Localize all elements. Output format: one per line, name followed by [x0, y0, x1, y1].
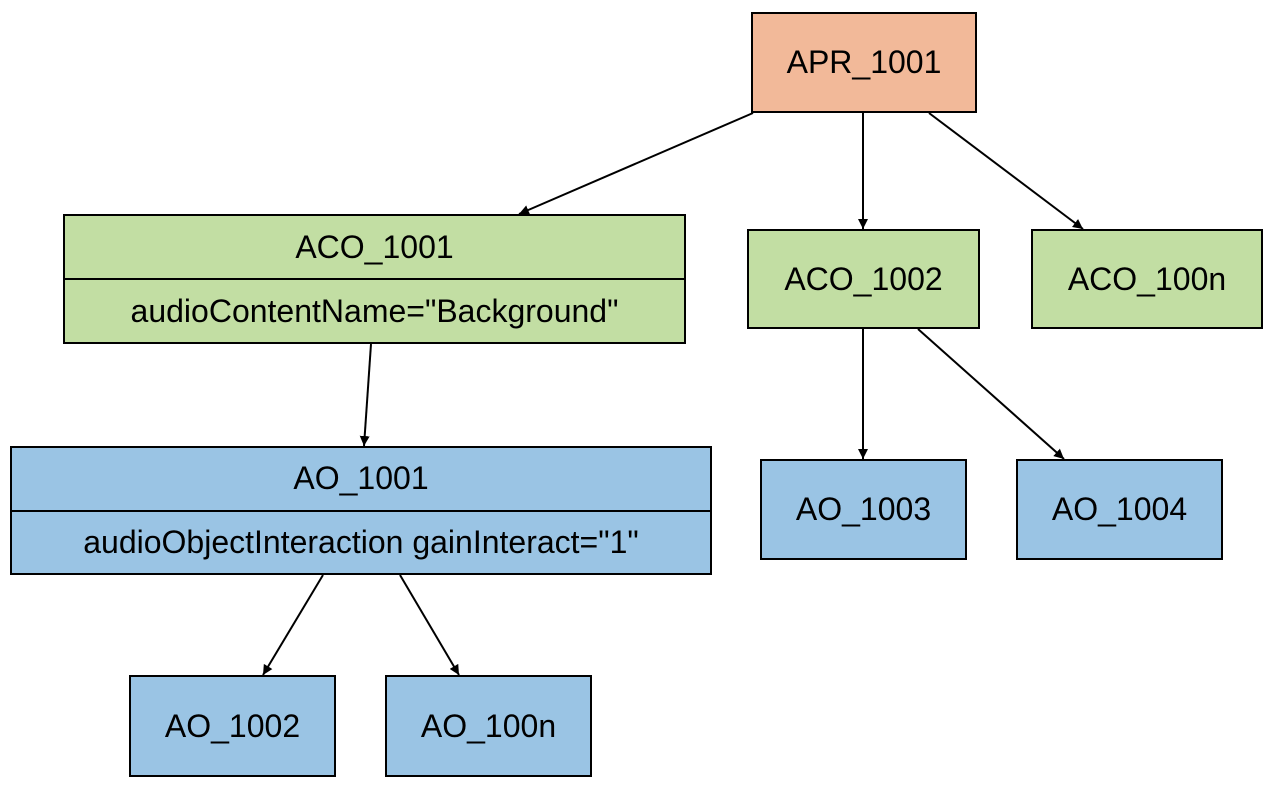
node-aco-1001-attribute: audioContentName="Background" [65, 278, 684, 342]
node-apr-1001-label: APR_1001 [786, 44, 942, 80]
node-ao-100n-label: AO_100n [420, 707, 557, 744]
edge-apr-1001-to-aco-1001 [518, 112, 754, 215]
node-aco-100n-label: ACO_100n [1067, 260, 1227, 297]
node-ao-1002-label: AO_1002 [164, 707, 301, 744]
edge-ao-1001-to-ao-1002 [262, 574, 324, 676]
edge-aco-1002-to-ao-1004 [917, 328, 1065, 460]
node-ao-1002[interactable]: AO_1002 [129, 675, 336, 777]
node-ao-100n[interactable]: AO_100n [385, 675, 592, 777]
node-apr-1001[interactable]: APR_1001 [751, 12, 977, 113]
node-aco-1001[interactable]: ACO_1001 audioContentName="Background" [63, 214, 686, 344]
node-ao-1003-label: AO_1003 [795, 491, 932, 527]
node-ao-1003[interactable]: AO_1003 [760, 459, 967, 560]
node-ao-1001-attribute: audioObjectInteraction gainInteract="1" [12, 509, 710, 574]
node-aco-1001-label: ACO_1001 [295, 228, 454, 265]
node-ao-1004[interactable]: AO_1004 [1016, 459, 1223, 560]
node-aco-100n[interactable]: ACO_100n [1031, 229, 1263, 329]
edge-aco-1001-to-ao-1001 [359, 343, 372, 447]
node-ao-1001-label: AO_1001 [293, 460, 429, 497]
edge-ao-1001-to-ao-100n [399, 574, 460, 676]
node-ao-1004-label: AO_1004 [1051, 491, 1188, 527]
node-aco-1002[interactable]: ACO_1002 [747, 229, 980, 329]
node-aco-1002-label: ACO_1002 [784, 260, 943, 297]
edge-apr-1001-to-aco-100n [928, 112, 1084, 230]
node-ao-1001[interactable]: AO_1001 audioObjectInteraction gainInter… [10, 446, 712, 575]
